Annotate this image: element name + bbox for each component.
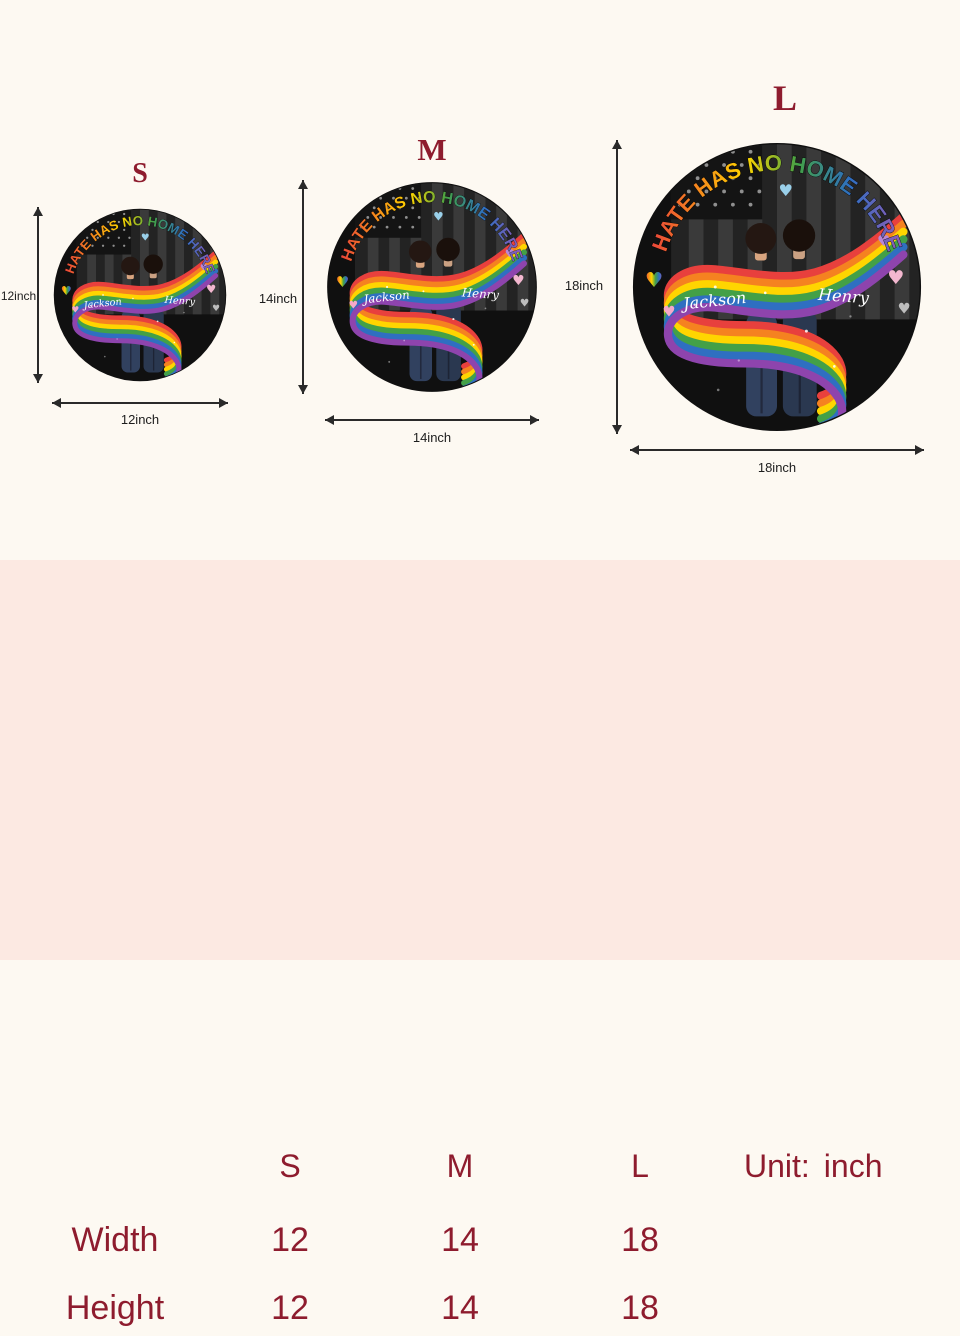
table-row-height: Height 12 14 18 [0,1280,960,1336]
table-row-width: Width 12 14 18 [0,1212,960,1268]
width-dimension-label-m: 14inch [412,430,452,445]
height-value-l: 18 [621,1288,659,1327]
width-value-s: 12 [271,1220,309,1259]
width-dimension-label-s: 12inch [120,412,160,427]
height-value-s: 12 [271,1288,309,1327]
width-arrow-s [52,398,228,408]
row-label-height: Height [65,1288,165,1327]
size-label-s: S [132,158,148,189]
table-unit: Unit: inch [710,1148,960,1185]
height-value-m: 14 [441,1288,479,1327]
product-preview-s [52,207,228,383]
product-preview-l [630,140,924,434]
height-dimension-label-l: 18inch [564,278,604,293]
height-arrow-l [612,140,622,434]
size-chart-image: ♥ ♥ ♥ ♥ ♥ ♥ HATE HAS NO HOME HERE Jackso… [0,78,960,1327]
table-header-l: L [631,1147,649,1184]
table-header-row: S M L Unit: inch [0,1138,960,1194]
unit-label: Unit: [744,1147,810,1184]
size-label-l: L [772,78,797,118]
width-arrow-m [325,415,539,425]
height-dimension-label-s: 12inch [0,289,37,303]
size-label-m: M [417,132,447,167]
unit-value: inch [823,1147,883,1184]
height-arrow-s [33,207,43,383]
height-arrow-m [298,180,308,394]
product-preview-m [325,180,539,394]
width-value-l: 18 [621,1220,659,1259]
table-header-s: S [279,1147,301,1184]
table-header-m: M [446,1147,474,1184]
size-table: S M L Unit: inch Width 12 14 18 Height 12… [0,560,960,1327]
height-dimension-label-m: 14inch [258,291,298,306]
width-dimension-label-l: 18inch [757,460,797,475]
width-arrow-l [630,445,924,455]
row-label-width: Width [71,1220,159,1259]
width-value-m: 14 [441,1220,479,1259]
